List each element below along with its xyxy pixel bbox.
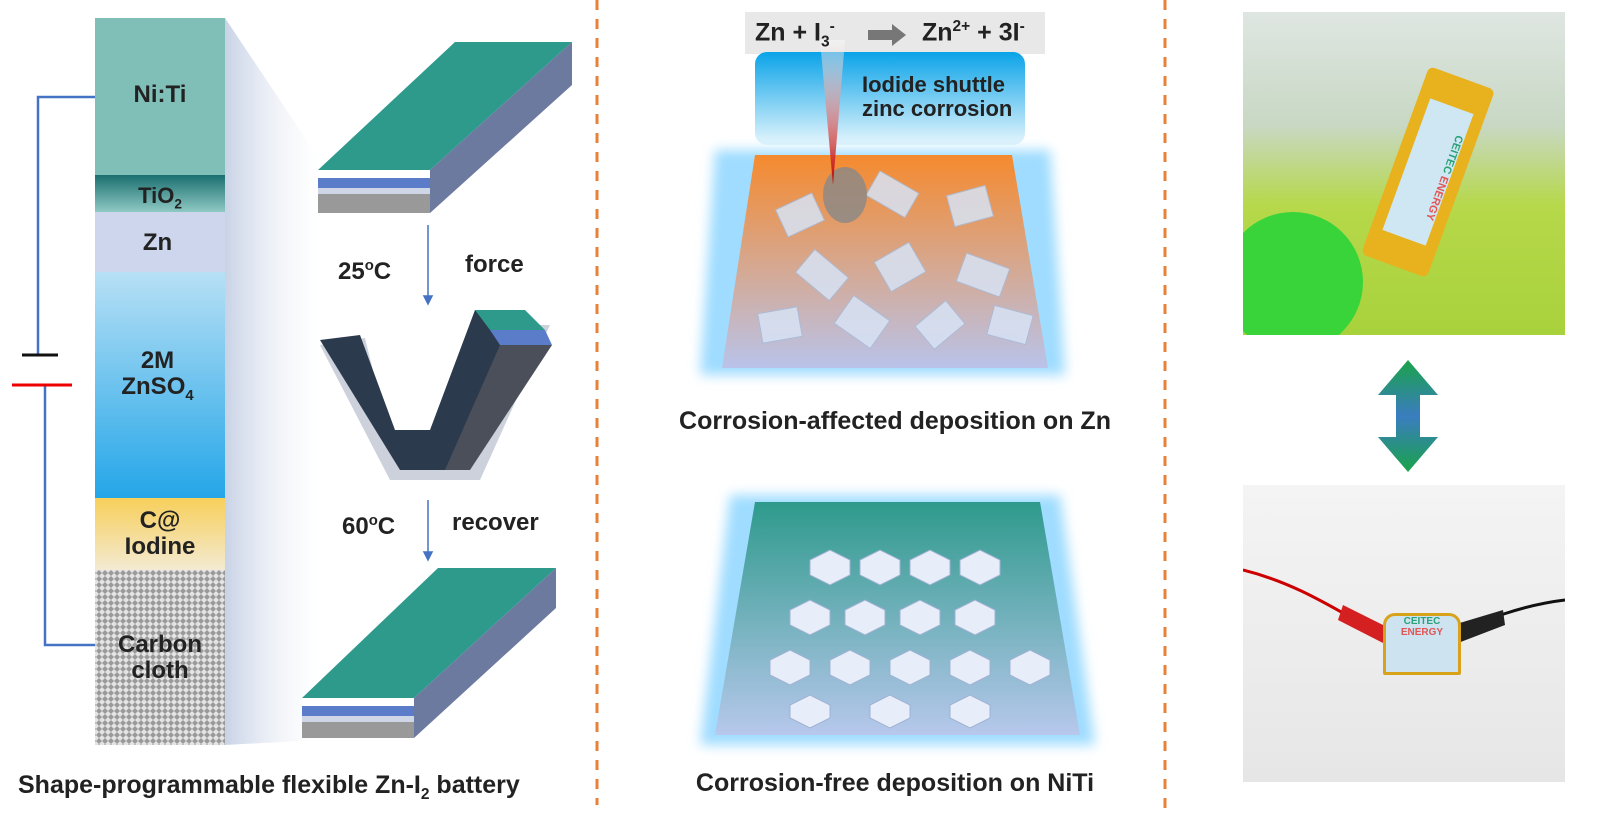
circuit-wire (36, 95, 95, 647)
device-label-2: ENERGY (1422, 174, 1451, 223)
temp-60: 60oC (342, 513, 396, 540)
label-zn: Zn (142, 229, 173, 256)
photo-flat-battery: CEITEC ENERGY (1243, 12, 1565, 335)
label-niti: Ni:Ti (133, 81, 187, 108)
label-tio2: TiO2 (138, 183, 182, 212)
niti-plate (700, 495, 1095, 745)
device-label-1-bent: CEITEC (1403, 616, 1441, 627)
label-force: force (465, 251, 524, 278)
label-recover: recover (452, 509, 539, 536)
corroded-zn-plate (700, 150, 1065, 375)
label-iodine: C@Iodine (124, 507, 196, 561)
projection-fan (225, 18, 320, 745)
reaction-lhs: Zn + I3- (755, 18, 835, 51)
flat-electrode-top (318, 42, 572, 213)
temp-25: 25oC (338, 258, 392, 285)
layer-tio2 (95, 175, 225, 212)
layer-carbon-cloth (95, 570, 225, 745)
glove (1243, 212, 1363, 335)
caption-corrosion-affected: Corrosion-affected deposition on Zn (679, 407, 1111, 435)
layer-zn (95, 212, 225, 272)
layer-electrolyte (95, 272, 225, 498)
process-arrows (422, 225, 434, 562)
flat-electrode-bottom (302, 568, 556, 738)
device-label-1: CEITEC (1439, 133, 1465, 176)
battery-pouch: CEITEC ENERGY (1360, 66, 1496, 278)
double-arrow-icon (1378, 360, 1438, 472)
layer-iodine-cathode (95, 498, 225, 570)
device-label-2-bent: ENERGY (1400, 627, 1444, 638)
iodide-shuttle-box (755, 52, 1025, 145)
reaction-arrow-icon (868, 24, 906, 46)
reaction-rhs: Zn2+ + 3I- (922, 18, 1025, 47)
caption-corrosion-free: Corrosion-free deposition on NiTi (695, 769, 1095, 797)
layer-niti (95, 18, 225, 175)
corrosion-beam (820, 40, 845, 185)
bent-electrode (320, 310, 552, 480)
caption-left: Shape-programmable flexible Zn-I2 batter… (18, 771, 520, 803)
